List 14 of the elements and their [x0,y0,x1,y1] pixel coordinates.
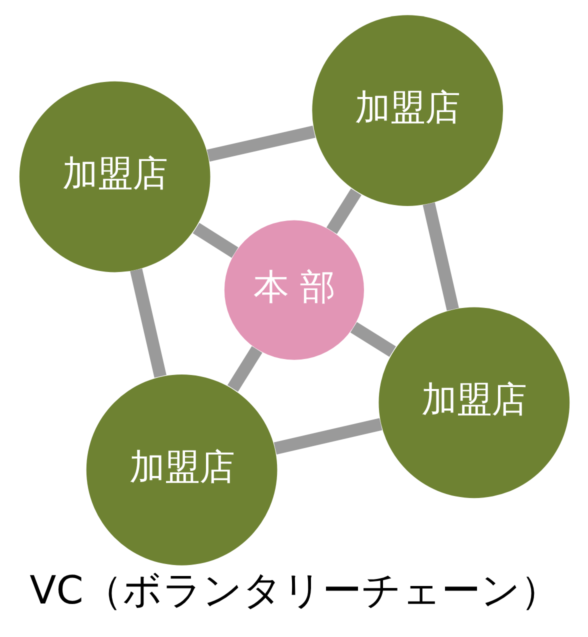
node-circle: 加盟店 [86,374,277,566]
node-circle: 加盟店 [312,15,503,206]
connector [273,418,382,454]
connector [130,268,166,378]
node-circle: 本 部 [224,220,364,360]
connector [206,126,315,162]
caption: VC（ボランタリーチェーン） [29,568,559,614]
node-circle: 加盟店 [18,81,210,272]
node-circle: 加盟店 [378,307,570,498]
connector [326,188,361,234]
connector [192,222,238,258]
connector [422,202,458,311]
connector [226,346,262,392]
connector [350,322,396,357]
